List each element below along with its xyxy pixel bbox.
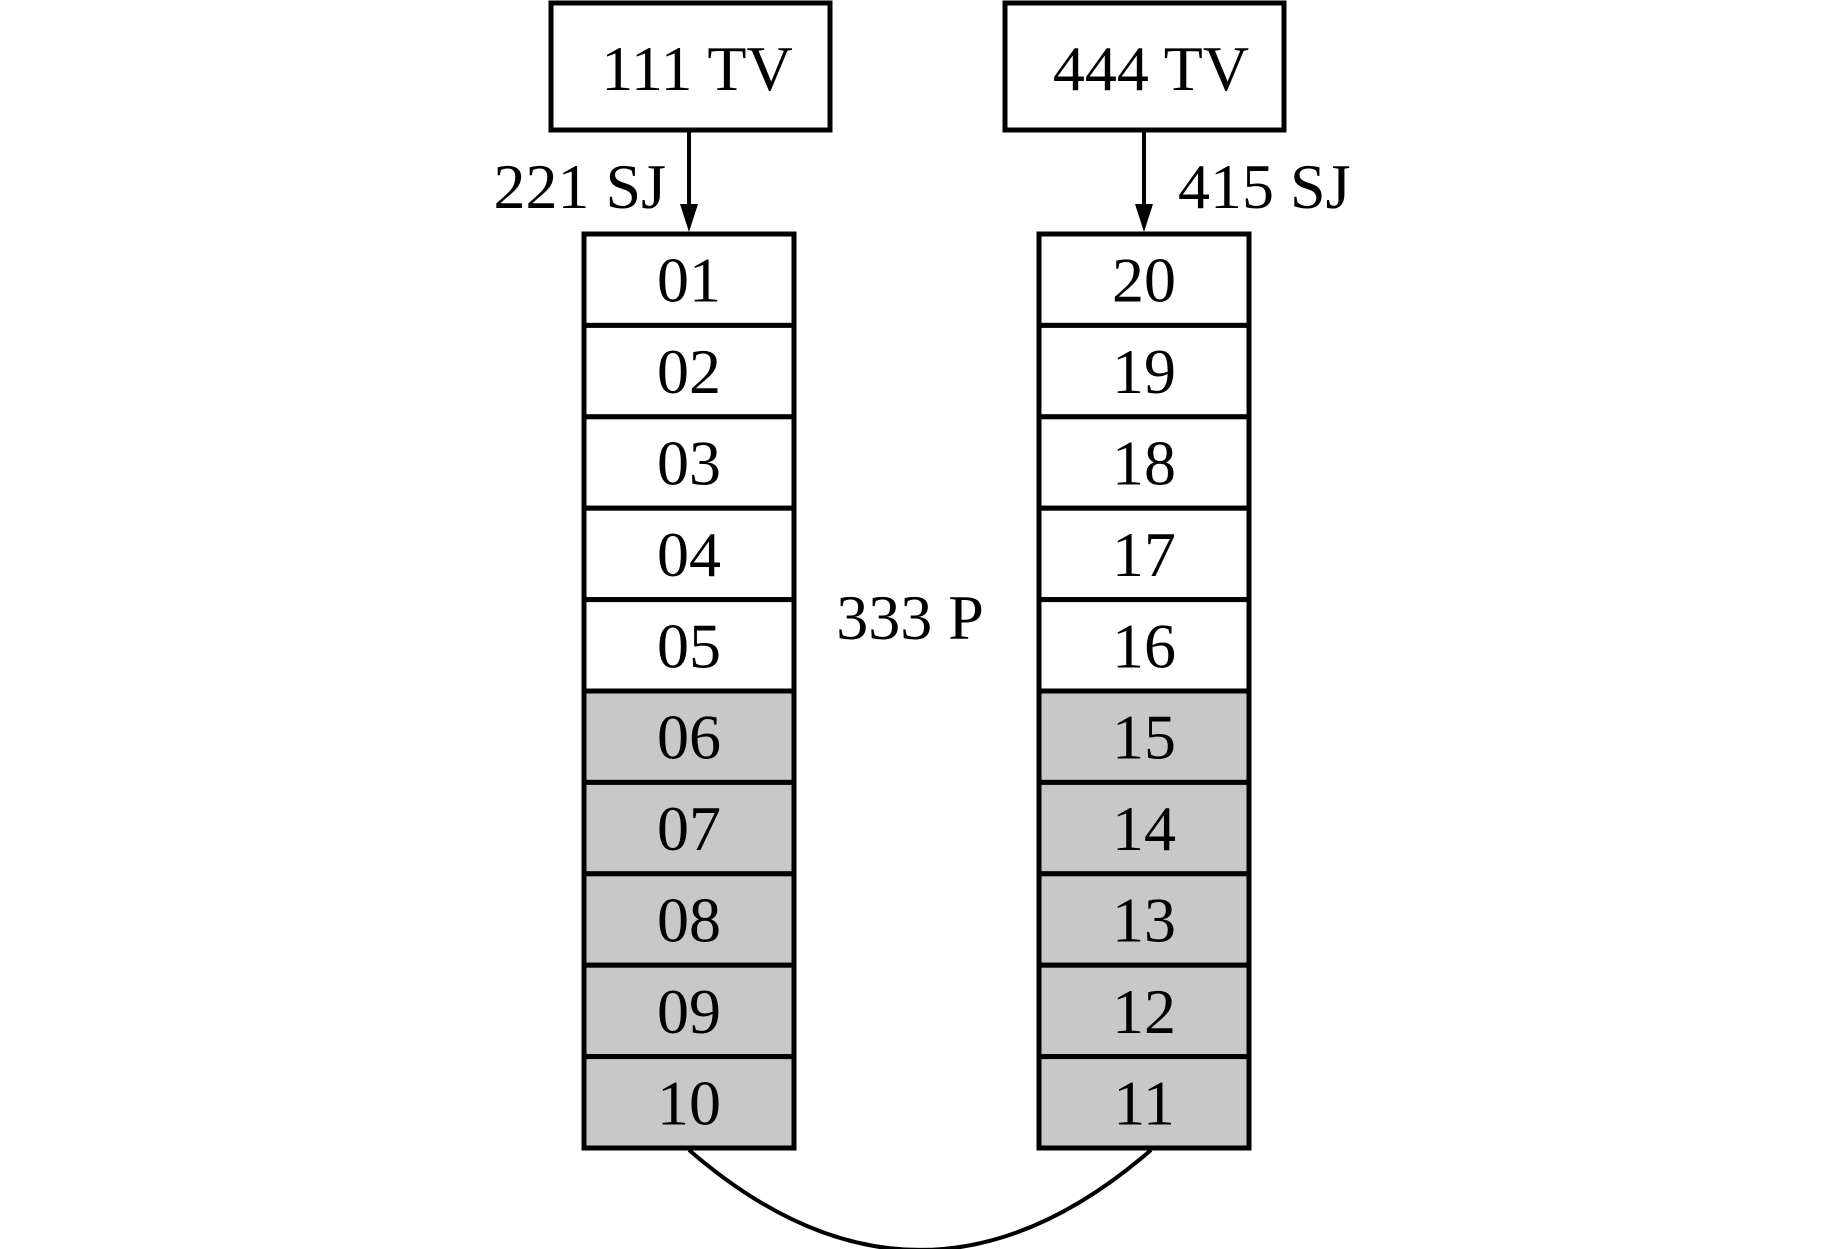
right-stack-cell: 16 bbox=[1036, 597, 1252, 694]
left-stack-cell: 10 bbox=[581, 1054, 797, 1151]
right-stack: 20 19 18 17 16 15 14 13 12 11 bbox=[1036, 231, 1252, 1151]
right-device-label: 444 TV bbox=[1053, 33, 1249, 104]
right-link-label: 415 SJ bbox=[1178, 151, 1351, 222]
right-stack-cell: 17 bbox=[1036, 505, 1252, 603]
right-stack-cell-label: 20 bbox=[1112, 245, 1176, 316]
connecting-arc bbox=[687, 1148, 1153, 1249]
left-device-label: 111 TV bbox=[601, 33, 792, 104]
left-stack-cell-box bbox=[581, 1054, 797, 1151]
left-device-box bbox=[548, 0, 833, 133]
left-stack-cell: 09 bbox=[581, 962, 797, 1060]
right-stack-cell-box bbox=[1036, 597, 1252, 694]
left-stack-cell-box bbox=[581, 505, 797, 603]
left-stack-cell-label: 05 bbox=[657, 610, 721, 681]
left-stack-cell: 02 bbox=[581, 322, 797, 420]
right-stack-cell-label: 18 bbox=[1112, 428, 1176, 499]
left-stack-cell-label: 10 bbox=[657, 1067, 721, 1138]
left-stack-cell-label: 06 bbox=[657, 702, 721, 773]
right-stack-cell-label: 12 bbox=[1112, 976, 1176, 1047]
left-stack-cell: 07 bbox=[581, 779, 797, 877]
left-stack-cell-label: 03 bbox=[657, 428, 721, 499]
left-stack-cell-label: 08 bbox=[657, 885, 721, 956]
left-stack-cell-box bbox=[581, 414, 797, 511]
right-stack-cell-box bbox=[1036, 871, 1252, 968]
right-stack-cell-label: 14 bbox=[1112, 793, 1176, 864]
left-stack-cell: 05 bbox=[581, 597, 797, 694]
right-stack-cell-label: 19 bbox=[1112, 336, 1176, 407]
right-stack-cell-label: 16 bbox=[1112, 610, 1176, 681]
right-stack-cell: 15 bbox=[1036, 688, 1252, 785]
right-stack-cell: 20 bbox=[1036, 231, 1252, 328]
center-label: 333 P bbox=[836, 582, 984, 653]
right-stack-cell: 19 bbox=[1036, 322, 1252, 420]
left-stack-cell: 04 bbox=[581, 505, 797, 603]
left-stack-cell-label: 07 bbox=[657, 793, 721, 864]
right-stack-cell-box bbox=[1036, 322, 1252, 420]
left-stack-cell-box bbox=[581, 597, 797, 694]
right-stack-cell: 18 bbox=[1036, 414, 1252, 511]
left-stack-cell-label: 02 bbox=[657, 336, 721, 407]
right-stack-cell-box bbox=[1036, 688, 1252, 785]
right-link: 415 SJ bbox=[1135, 130, 1351, 232]
right-stack-cell: 14 bbox=[1036, 779, 1252, 877]
left-stack-cell: 08 bbox=[581, 871, 797, 968]
left-stack-cell-label: 04 bbox=[657, 519, 721, 590]
right-stack-cell-label: 13 bbox=[1112, 885, 1176, 956]
left-stack: 01 02 03 04 05 06 07 08 09 10 bbox=[581, 231, 797, 1151]
left-device: 111 TV bbox=[548, 0, 833, 133]
right-stack-cell-box bbox=[1036, 1054, 1252, 1151]
right-stack-cell-box bbox=[1036, 962, 1252, 1060]
right-stack-cell-label: 11 bbox=[1113, 1067, 1175, 1138]
left-stack-cell-box bbox=[581, 322, 797, 420]
right-stack-cell: 11 bbox=[1036, 1054, 1252, 1151]
left-stack-cell: 06 bbox=[581, 688, 797, 785]
right-stack-cell-box bbox=[1036, 414, 1252, 511]
right-link-arrowhead bbox=[1135, 204, 1153, 232]
right-stack-cell: 12 bbox=[1036, 962, 1252, 1060]
left-stack-cell-box bbox=[581, 231, 797, 328]
right-stack-cell-label: 17 bbox=[1112, 519, 1176, 590]
left-stack-cell: 01 bbox=[581, 231, 797, 328]
left-link: 221 SJ bbox=[494, 130, 698, 232]
left-stack-cell: 03 bbox=[581, 414, 797, 511]
left-link-label: 221 SJ bbox=[494, 151, 667, 222]
right-device: 444 TV bbox=[1002, 0, 1287, 133]
right-stack-cell-label: 15 bbox=[1112, 702, 1176, 773]
right-stack-cell: 13 bbox=[1036, 871, 1252, 968]
right-device-box bbox=[1002, 0, 1287, 133]
left-stack-cell-label: 01 bbox=[657, 245, 721, 316]
left-link-arrowhead bbox=[680, 204, 698, 232]
left-stack-cell-label: 09 bbox=[657, 976, 721, 1047]
